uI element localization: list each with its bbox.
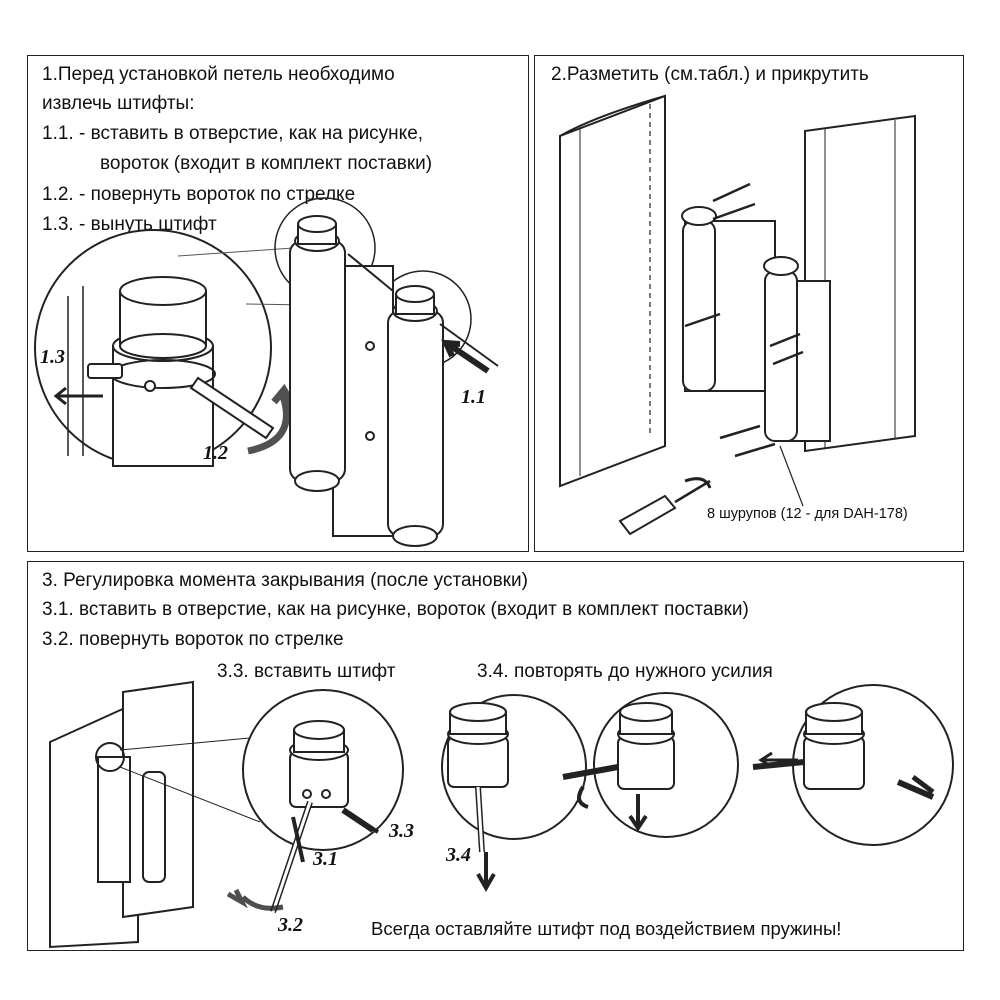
label-1-2: 1.2 <box>203 442 228 464</box>
step-3-3-caption: 3.3. вставить штифт <box>217 661 396 682</box>
p3-line-3: 3.2. повернуть вороток по стрелке <box>42 629 344 650</box>
label-1-3: 1.3 <box>40 346 65 368</box>
p1-line-5: 1.2. - повернуть вороток по стрелке <box>42 184 356 205</box>
p1-line-4: вороток (входит в комплект поставки) <box>100 153 433 174</box>
p3-illustration <box>49 680 954 949</box>
pull-arrow <box>53 386 103 406</box>
warning-text: Всегда оставляйте штифт под воздействием… <box>371 918 842 939</box>
p3-line-1: 3. Регулировка момента закрывания (после… <box>42 570 528 591</box>
p3-line-2: 3.1. вставить в отверстие, как на рисунк… <box>42 599 749 620</box>
p2-title: 2.Разметить (см.табл.) и прикрутить <box>551 64 869 85</box>
panel-step-3: 3. Регулировка момента закрывания (после… <box>27 561 964 951</box>
screws-note: 8 шурупов (12 - для DAH-178) <box>707 506 908 522</box>
label-3-2: 3.2 <box>278 914 303 936</box>
p1-line-2: извлечь штифты: <box>42 93 195 114</box>
label-3-1: 3.1 <box>313 848 338 870</box>
label-3-3: 3.3 <box>389 820 414 842</box>
p1-line-3: 1.1. - вставить в отверстие, как на рису… <box>42 123 424 144</box>
p2-illustration <box>559 94 916 536</box>
panel-step-2: 2.Разметить (см.табл.) и прикрутить <box>534 55 964 552</box>
panel-step-1: 1.Перед установкой петель необходимо изв… <box>27 55 529 552</box>
step-3-4-caption: 3.4. повторять до нужного усилия <box>477 661 773 682</box>
insert-arrow <box>441 339 490 374</box>
p1-line-1: 1.Перед установкой петель необходимо <box>42 64 395 85</box>
p1-illustration <box>34 197 499 547</box>
label-3-4: 3.4 <box>446 844 471 866</box>
label-1-1: 1.1 <box>461 386 486 408</box>
p1-line-6: 1.3. - вынуть штифт <box>42 214 217 235</box>
